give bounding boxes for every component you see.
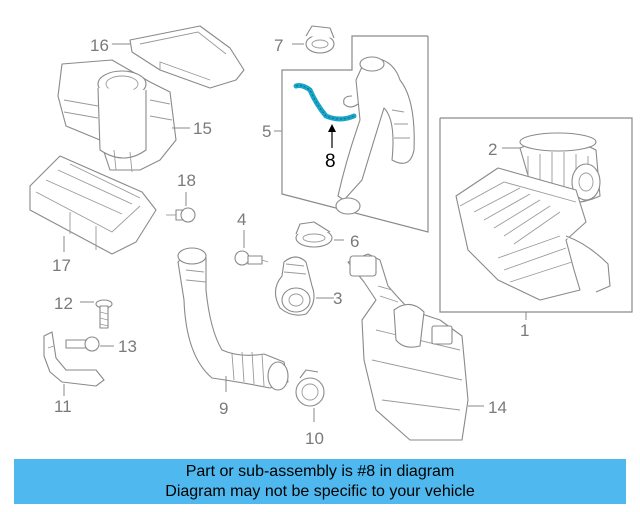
callout-3[interactable]: 3 — [333, 289, 342, 308]
part-3-elbow — [274, 256, 315, 316]
part-16-cover — [129, 25, 245, 89]
callout-10[interactable]: 10 — [305, 429, 324, 448]
callout-12[interactable]: 12 — [54, 294, 73, 313]
callout-13[interactable]: 13 — [118, 337, 137, 356]
callout-7[interactable]: 7 — [274, 36, 283, 55]
callout-5[interactable]: 5 — [262, 122, 271, 141]
callout-17[interactable]: 17 — [52, 256, 71, 275]
info-banner: Part or sub-assembly is #8 in diagram Di… — [14, 459, 626, 504]
part-8-seal — [293, 83, 357, 122]
callout-4[interactable]: 4 — [237, 210, 246, 229]
part-6-clamp — [295, 221, 333, 248]
banner-line-2: Diagram may not be specific to your vehi… — [165, 482, 475, 500]
part-1-aircleaner — [455, 167, 611, 301]
part-11-bracket — [43, 331, 105, 387]
callout-9[interactable]: 9 — [219, 399, 228, 418]
part-15-housing — [57, 59, 177, 173]
part-5-hose — [335, 56, 415, 215]
callout-16[interactable]: 16 — [90, 36, 109, 55]
part-14-resonator — [347, 253, 469, 441]
part-17-duct — [29, 155, 157, 255]
callout-14[interactable]: 14 — [488, 398, 507, 417]
callout-2[interactable]: 2 — [488, 140, 497, 159]
parts-diagram: 16 15 17 18 7 5 — [29, 25, 633, 448]
callout-11[interactable]: 11 — [54, 397, 72, 416]
part-9-hose — [177, 247, 289, 391]
callout-6[interactable]: 6 — [350, 232, 359, 251]
part-10-clamp — [295, 369, 325, 407]
callout-15[interactable]: 15 — [193, 119, 212, 138]
callout-8[interactable]: 8 — [325, 151, 336, 172]
callout-18[interactable]: 18 — [177, 171, 196, 190]
banner-line-1: Part or sub-assembly is #8 in diagram — [185, 462, 455, 480]
part-4-bolt — [234, 250, 269, 266]
part-13-bolt — [65, 336, 100, 352]
part-12-bolt — [95, 299, 113, 329]
callout-1[interactable]: 1 — [520, 321, 529, 340]
part-18-bolt — [166, 207, 196, 223]
part-7-clamp — [305, 25, 335, 54]
